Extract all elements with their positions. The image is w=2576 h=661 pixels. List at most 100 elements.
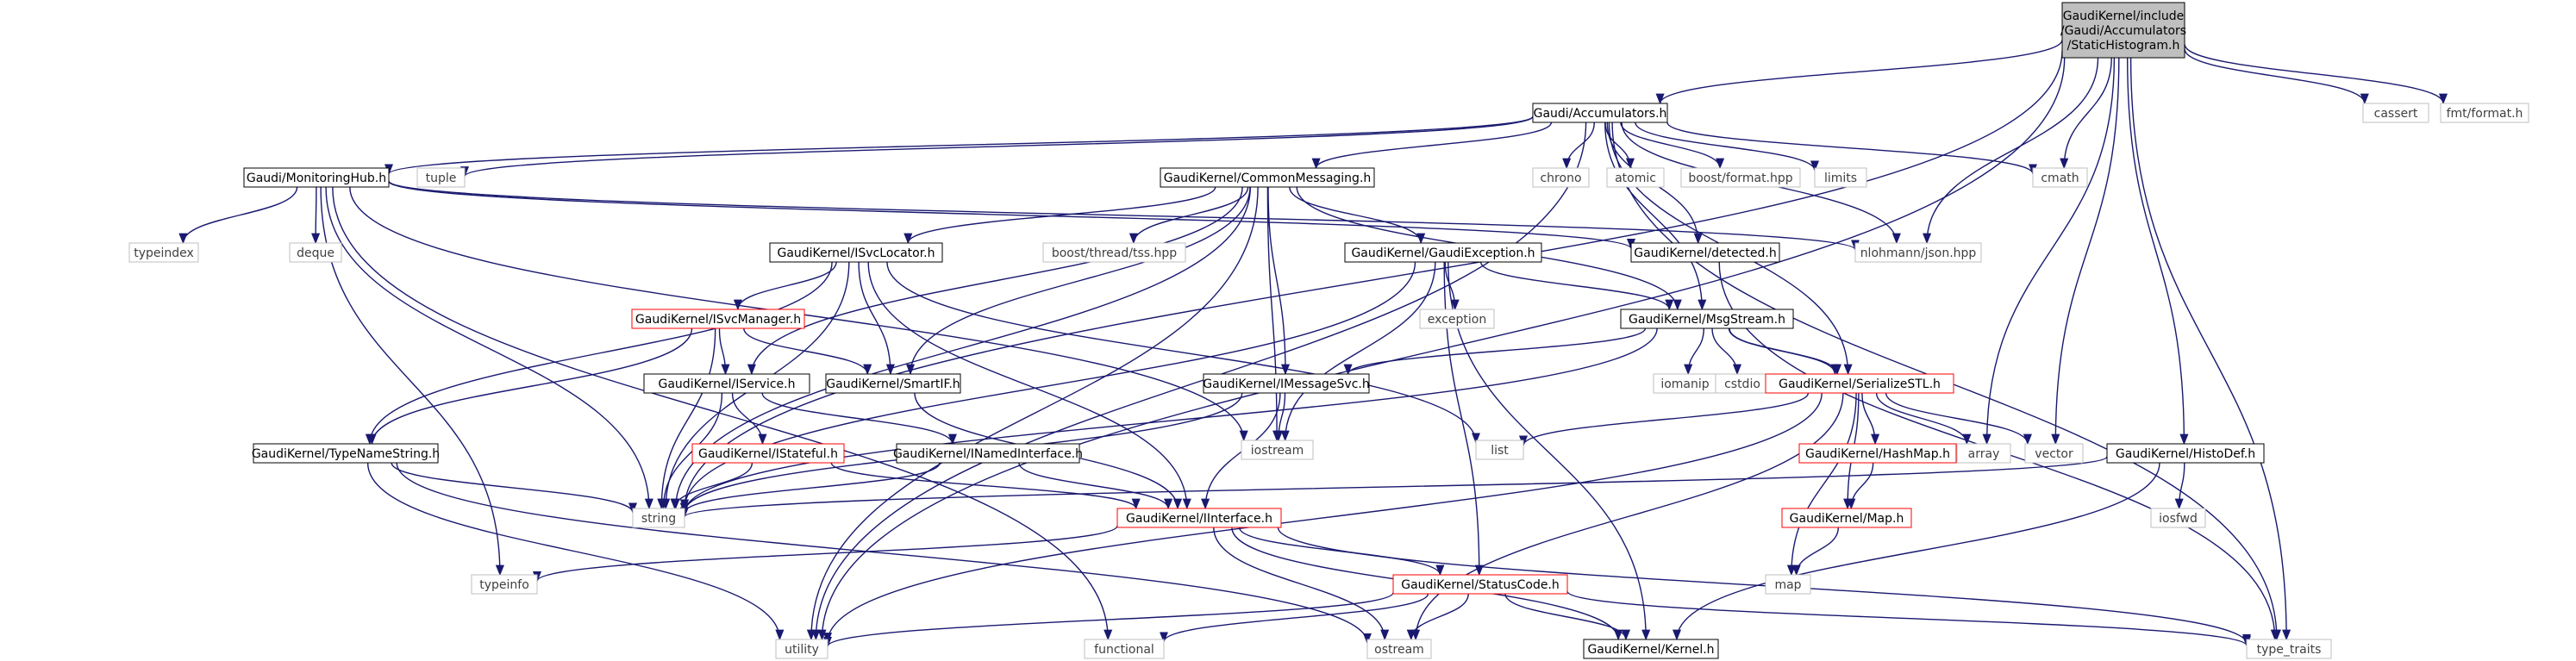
- node-label: iostream: [1251, 444, 1304, 458]
- node-typenamestring[interactable]: GaudiKernel/TypeNameString.h: [252, 443, 440, 464]
- node-map_h[interactable]: GaudiKernel/Map.h: [1781, 508, 1912, 528]
- node-smartif[interactable]: GaudiKernel/SmartIF.h: [825, 373, 961, 394]
- edge-gaudiexception-to-msgstream: [1480, 261, 1674, 311]
- node-box: [1680, 167, 1801, 188]
- node-imessagesvc[interactable]: GaudiKernel/IMessageSvc.h: [1203, 373, 1370, 394]
- node-box: [2246, 639, 2332, 659]
- node-accumulators[interactable]: Gaudi/Accumulators.h: [1532, 103, 1668, 123]
- node-label: /Gaudi/Accumulators: [2060, 24, 2186, 38]
- edge-commonmessaging-to-iservice: [747, 186, 1243, 376]
- edge-imessagesvc-to-iostream: [1273, 392, 1286, 442]
- edge-serializestl-to-ostream: [1411, 392, 1844, 641]
- node-label: GaudiKernel/MsgStream.h: [1629, 313, 1785, 327]
- node-cstdio: cstdio: [1715, 373, 1770, 394]
- node-box: [1606, 167, 1665, 188]
- node-label: chrono: [1540, 171, 1581, 185]
- edge-root-to-utility: [817, 57, 2066, 641]
- node-iinterface[interactable]: GaudiKernel/IInterface.h: [1116, 508, 1282, 528]
- node-label: atomic: [1615, 171, 1656, 185]
- node-box: [825, 373, 961, 394]
- node-statuscode[interactable]: GaudiKernel/StatusCode.h: [1392, 574, 1568, 595]
- node-typeindex: typeindex: [128, 242, 199, 263]
- node-label: list: [1491, 444, 1509, 458]
- node-label: GaudiKernel/TypeNameString.h: [252, 447, 440, 461]
- node-serializestl[interactable]: GaudiKernel/SerializeSTL.h: [1765, 373, 1954, 394]
- node-ostream: ostream: [1366, 639, 1432, 659]
- header-nodes: GaudiKernel/include/Gaudi/Accumulators/S…: [128, 2, 2529, 659]
- edge-commonmessaging-to-imessagesvc: [1267, 186, 1291, 376]
- node-iservice[interactable]: GaudiKernel/IService.h: [643, 373, 810, 394]
- node-root[interactable]: GaudiKernel/include/Gaudi/Accumulators/S…: [2060, 2, 2186, 59]
- edge-root-to-array: [1982, 57, 2116, 446]
- node-label: type_traits: [2257, 643, 2322, 657]
- edge-monitoringhub-to-nlohmann: [388, 180, 1860, 251]
- node-label: GaudiKernel/INamedInterface.h: [893, 447, 1083, 461]
- node-box: [1854, 242, 1982, 263]
- node-label: GaudiKernel/Map.h: [1790, 512, 1904, 526]
- node-box: [643, 373, 810, 394]
- edge-histodef-to-string: [680, 456, 2108, 518]
- edge-map_h-to-map: [1791, 527, 1839, 577]
- node-box: [1392, 574, 1568, 595]
- node-label: functional: [1094, 643, 1154, 657]
- node-label: iomanip: [1660, 377, 1709, 391]
- edge-typenamestring-to-string: [391, 462, 637, 514]
- node-detected[interactable]: GaudiKernel/detected.h: [1630, 242, 1780, 263]
- node-label: deque: [297, 246, 335, 260]
- node-limits: limits: [1814, 167, 1867, 188]
- edge-accumulators-to-tuple: [460, 115, 1534, 178]
- node-kernel[interactable]: GaudiKernel/Kernel.h: [1583, 639, 1719, 659]
- node-commonmessaging[interactable]: GaudiKernel/CommonMessaging.h: [1160, 167, 1375, 188]
- node-box: [1116, 508, 1282, 528]
- node-label: string: [641, 512, 676, 526]
- edge-statuscode-to-functional: [1160, 593, 1429, 643]
- node-box: [769, 242, 943, 263]
- node-label: map: [1774, 578, 1801, 592]
- node-isvclocator[interactable]: GaudiKernel/ISvcLocator.h: [769, 242, 943, 263]
- edge-isvclocator-to-smartif: [858, 261, 895, 376]
- node-iosfwd: iosfwd: [2150, 508, 2206, 528]
- node-gaudiexception[interactable]: GaudiKernel/GaudiException.h: [1344, 242, 1542, 263]
- edge-accumulators-to-atomic: [1604, 122, 1635, 170]
- edge-serializestl-to-map: [1786, 392, 1857, 577]
- edge-statuscode-to-kernel: [1504, 593, 1630, 641]
- edge-accumulators-to-commonmessaging: [1311, 122, 1553, 170]
- node-box: [1814, 167, 1867, 188]
- node-box: [691, 443, 845, 464]
- node-msgstream[interactable]: GaudiKernel/MsgStream.h: [1620, 309, 1794, 329]
- edge-iservice-to-inamedinterface: [761, 392, 957, 446]
- node-istateful[interactable]: GaudiKernel/IStateful.h: [691, 443, 845, 464]
- edge-monitoringhub-to-string: [325, 186, 653, 510]
- node-box: [1781, 508, 1912, 528]
- node-histodef[interactable]: GaudiKernel/HistoDef.h: [2106, 443, 2265, 464]
- node-box: [2106, 443, 2265, 464]
- edge-gaudiexception-to-iostream: [1280, 261, 1436, 442]
- node-vector: vector: [2024, 443, 2084, 464]
- edge-isvcmanager-to-typenamestring: [367, 327, 693, 446]
- node-label: GaudiKernel/include: [2063, 9, 2185, 23]
- node-hashmap[interactable]: GaudiKernel/HashMap.h: [1798, 443, 1957, 464]
- node-label: iosfwd: [2159, 512, 2198, 526]
- node-fmtformat: fmt/format.h: [2440, 103, 2529, 123]
- node-box: [1956, 443, 2011, 464]
- edge-isvclocator-to-iinterface: [867, 261, 1191, 510]
- edge-histodef-to-kernel: [1673, 462, 2160, 641]
- edge-iinterface-to-ostream: [1213, 527, 1390, 641]
- node-label: GaudiKernel/StatusCode.h: [1401, 578, 1560, 592]
- node-box: [1765, 373, 1954, 394]
- node-chrono: chrono: [1532, 167, 1590, 188]
- node-atomic: atomic: [1606, 167, 1665, 188]
- edge-msgstream-to-serializestl: [1729, 327, 1841, 376]
- edge-root-to-fmtformat: [2184, 44, 2448, 105]
- node-label: cstdio: [1724, 377, 1760, 391]
- node-box: [1042, 242, 1186, 263]
- node-label: limits: [1824, 171, 1857, 185]
- node-isvcmanager[interactable]: GaudiKernel/ISvcManager.h: [631, 309, 805, 329]
- edge-root-to-histodef: [2127, 57, 2189, 446]
- node-boostformat: boost/format.hpp: [1680, 167, 1801, 188]
- node-box: [128, 242, 199, 263]
- node-monitoringhub[interactable]: Gaudi/MonitoringHub.h: [243, 167, 390, 188]
- node-label: GaudiKernel/HashMap.h: [1805, 447, 1950, 461]
- node-inamedinterface[interactable]: GaudiKernel/INamedInterface.h: [893, 443, 1083, 464]
- edge-commonmessaging-to-isvclocator: [903, 186, 1216, 245]
